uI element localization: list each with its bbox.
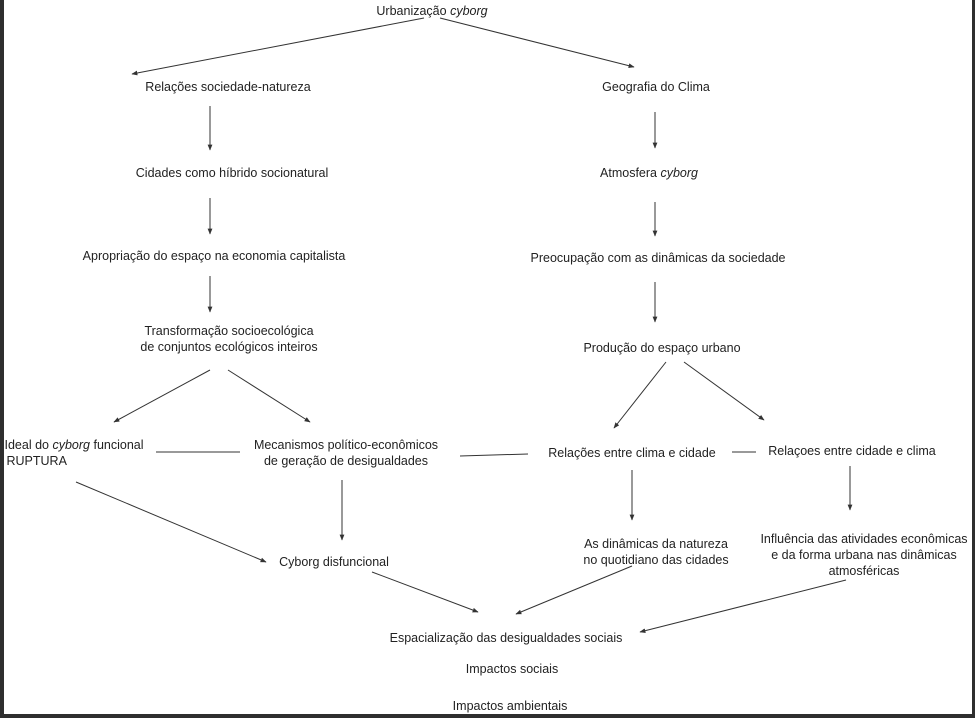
node-atmosfera-cyborg: Atmosfera cyborg [600, 165, 698, 181]
node-espacializacao-desigualdades: Espacialização das desigualdades sociais [389, 631, 623, 645]
node-ideal-cyborg-funcional: Ideal do cyborg funcional RUPTURA [4, 438, 144, 468]
edge-transf-ideal [113, 369, 211, 423]
node-urbanizacao-text: Urbanização cyborg [376, 4, 488, 18]
node-geografia-do-clima: Geografia do Clima [602, 80, 710, 94]
node-preocupacao-dinamicas: Preocupação com as dinâmicas da sociedad… [530, 251, 786, 265]
node-influencia-atividades: Influência das atividades econômicas e d… [760, 532, 968, 578]
node-atmosfera-text: Atmosfera cyborg [600, 166, 698, 180]
edge-cyborg-espac [371, 571, 479, 613]
node-apropriacao-espaco: Apropriação do espaço na economia capita… [82, 249, 346, 263]
diagram-edges [75, 17, 853, 634]
node-cyborg-disfuncional: Cyborg disfuncional [279, 555, 389, 569]
edge-root-left [131, 17, 425, 76]
node-mecanismos-politico-economicos: Mecanismos político-econômicos de geraçã… [253, 438, 439, 468]
edge-dinam-espac [515, 565, 633, 615]
edge-mecan-relcc [459, 453, 529, 457]
node-impactos-ambientais: Impactos ambientais [452, 699, 568, 713]
node-relacoes-sociedade-natureza: Relações sociedade-natureza [145, 80, 311, 94]
node-ideal-line1: Ideal do cyborg funcional [4, 438, 144, 452]
node-dinamicas-natureza: As dinâmicas da natureza no quotidiano d… [583, 537, 729, 567]
node-urbanizacao-cyborg: Urbanização cyborg [376, 3, 487, 19]
node-relacoes-cidade-clima: Relaçoes entre cidade e clima [768, 444, 936, 458]
edge-influ-espac [639, 579, 847, 634]
edge-root-right [439, 17, 635, 69]
node-transformacao-socioecologica: Transformação socioecológica de conjunto… [140, 324, 318, 354]
node-relacoes-clima-cidade: Relações entre clima e cidade [548, 446, 716, 460]
edge-ideal-cyborg [75, 481, 267, 563]
edge-prod-relcc [613, 361, 667, 429]
edge-prod-relcic [683, 361, 765, 421]
diagram-canvas: Urbanização cyborg Relações sociedade-na… [4, 0, 972, 714]
edge-transf-mecan [227, 369, 311, 423]
node-producao-espaco-urbano: Produção do espaço urbano [583, 341, 741, 355]
node-cidades-hibrido: Cidades como híbrido socionatural [135, 166, 329, 180]
node-impactos-sociais: Impactos sociais [465, 662, 559, 676]
